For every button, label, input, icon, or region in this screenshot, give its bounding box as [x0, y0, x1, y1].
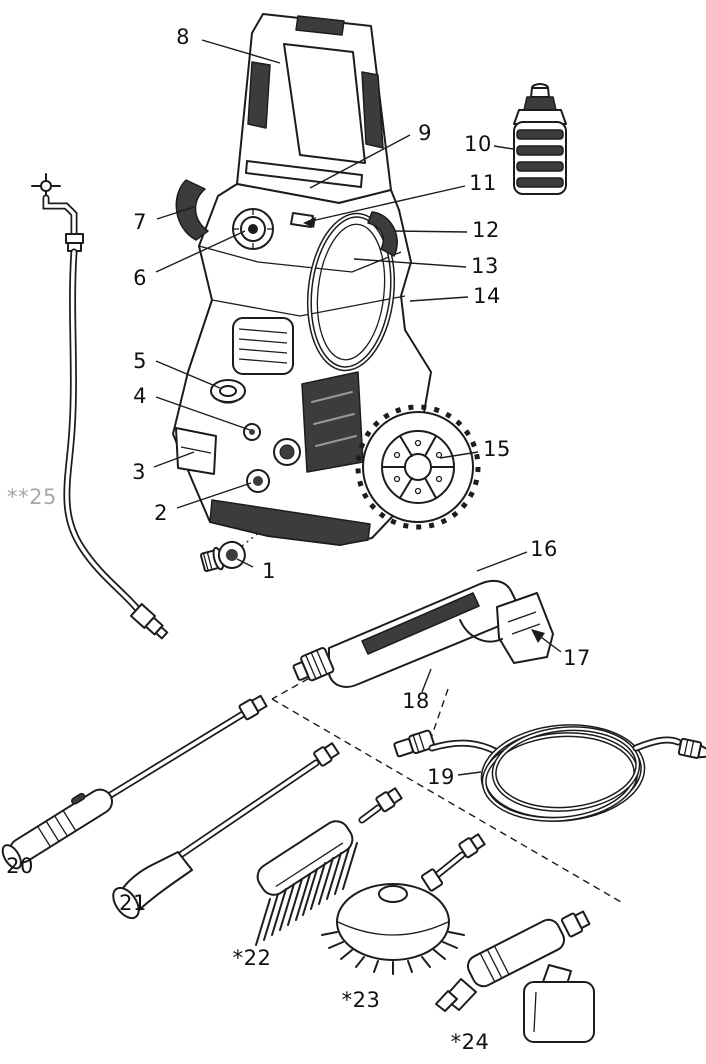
side-vent [301, 371, 364, 473]
rotary-brush-bristles [321, 931, 465, 975]
trigger-gun [292, 579, 554, 688]
brush-bristles [255, 842, 358, 946]
assembly-dashed-lines [241, 485, 622, 903]
callout-part-4: 4 [133, 384, 147, 408]
water-tap-and-hose [31, 173, 169, 640]
wheel [355, 404, 481, 530]
callout-part-1: 1 [262, 559, 276, 583]
cable-hook-right [367, 211, 398, 257]
quick-connect-coupling [243, 423, 301, 466]
callout-part-9: 9 [418, 121, 432, 145]
water-inlet [246, 469, 270, 493]
callout-part-17: 17 [563, 646, 591, 670]
wash-brush [255, 787, 403, 946]
callout-part-21: 21 [119, 891, 147, 915]
rotary-brush [321, 833, 486, 975]
callout-part-16: 16 [530, 537, 558, 561]
foam-nozzle [435, 910, 595, 1043]
base-skid [209, 499, 371, 546]
control-knob [232, 208, 274, 250]
callout-part-12: 12 [472, 218, 500, 242]
callout-part-25: **25 [7, 485, 57, 509]
stored-hose-loop [306, 212, 396, 372]
callout-part-22: *22 [232, 946, 272, 970]
callout-part-14: 14 [473, 284, 501, 308]
callout-part-3: 3 [132, 460, 146, 484]
callout-part-7: 7 [133, 210, 147, 234]
gun-inlet-coupling [292, 647, 335, 682]
callout-part-8: 8 [176, 25, 190, 49]
callout-part-23: *23 [341, 988, 381, 1012]
spray-lance [1, 694, 268, 870]
stand-foot [175, 427, 217, 475]
callout-part-6: 6 [133, 266, 147, 290]
hose-connector [200, 540, 246, 572]
trigger [459, 619, 503, 643]
carry-handle [236, 13, 392, 204]
nozzle-lance [112, 742, 340, 920]
callout-part-11: 11 [469, 171, 497, 195]
leader-lines [153, 39, 562, 776]
callout-part-19: 19 [427, 765, 455, 789]
callout-part-10: 10 [464, 132, 492, 156]
callout-part-5: 5 [133, 349, 147, 373]
front-grille [232, 317, 294, 375]
callout-part-2: 2 [154, 501, 168, 525]
tank-cap [210, 379, 246, 404]
callout-part-15: 15 [483, 437, 511, 461]
callout-part-20: 20 [6, 854, 34, 878]
callout-part-13: 13 [471, 254, 499, 278]
cable-hook-left [175, 179, 209, 241]
detergent-bottle [513, 83, 567, 195]
callout-part-24: *24 [450, 1030, 490, 1054]
callout-part-18: 18 [402, 689, 430, 713]
high-pressure-hose [393, 724, 706, 822]
